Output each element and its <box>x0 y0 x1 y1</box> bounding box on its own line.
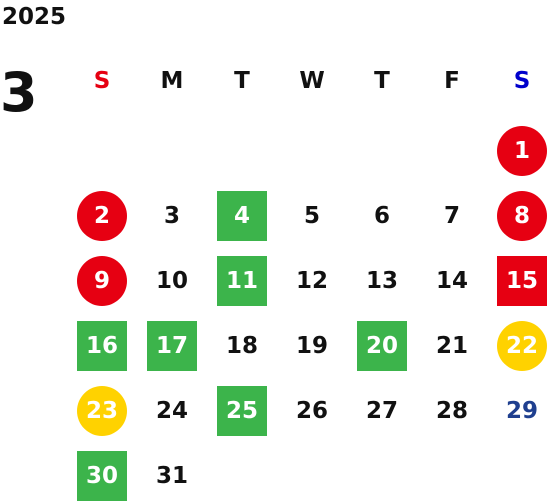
weekday-label-sat: S <box>513 68 531 94</box>
day-cell-18[interactable]: 18 <box>225 333 258 359</box>
day-cell-4[interactable]: 4 <box>217 191 267 241</box>
day-cell-26[interactable]: 26 <box>295 398 328 424</box>
day-cell-27[interactable]: 27 <box>365 398 398 424</box>
day-cell-25[interactable]: 25 <box>217 386 267 436</box>
day-cell-11[interactable]: 11 <box>217 256 267 306</box>
day-cell-15[interactable]: 15 <box>497 256 547 306</box>
day-cell-20[interactable]: 20 <box>357 321 407 371</box>
day-cell-5[interactable]: 5 <box>303 203 320 229</box>
day-cell-3[interactable]: 3 <box>163 203 180 229</box>
weekday-label-fri: F <box>444 68 460 94</box>
day-cell-21[interactable]: 21 <box>435 333 468 359</box>
day-cell-30[interactable]: 30 <box>77 451 127 501</box>
weekday-label-mon: M <box>160 68 184 94</box>
weekday-label-wed: W <box>299 68 325 94</box>
day-cell-6[interactable]: 6 <box>373 203 390 229</box>
day-cell-17[interactable]: 17 <box>147 321 197 371</box>
day-cell-8[interactable]: 8 <box>497 191 547 241</box>
weekday-label-tue: T <box>234 68 250 94</box>
day-cell-1[interactable]: 1 <box>497 126 547 176</box>
month-number: 3 <box>0 61 38 124</box>
year-label: 2025 <box>2 4 67 30</box>
day-cell-24[interactable]: 24 <box>155 398 188 424</box>
day-cell-16[interactable]: 16 <box>77 321 127 371</box>
day-cell-28[interactable]: 28 <box>435 398 468 424</box>
day-cell-19[interactable]: 19 <box>295 333 328 359</box>
day-cell-31[interactable]: 31 <box>155 463 188 489</box>
day-cell-7[interactable]: 7 <box>443 203 460 229</box>
day-cell-29[interactable]: 29 <box>505 398 538 424</box>
day-cell-22[interactable]: 22 <box>497 321 547 371</box>
weekday-label-sun: S <box>93 68 111 94</box>
weekday-label-thu: T <box>374 68 390 94</box>
day-cell-23[interactable]: 23 <box>77 386 127 436</box>
day-cell-2[interactable]: 2 <box>77 191 127 241</box>
day-cell-14[interactable]: 14 <box>435 268 468 294</box>
day-cell-10[interactable]: 10 <box>155 268 188 294</box>
day-cell-13[interactable]: 13 <box>365 268 398 294</box>
day-cell-12[interactable]: 12 <box>295 268 328 294</box>
day-cell-9[interactable]: 9 <box>77 256 127 306</box>
